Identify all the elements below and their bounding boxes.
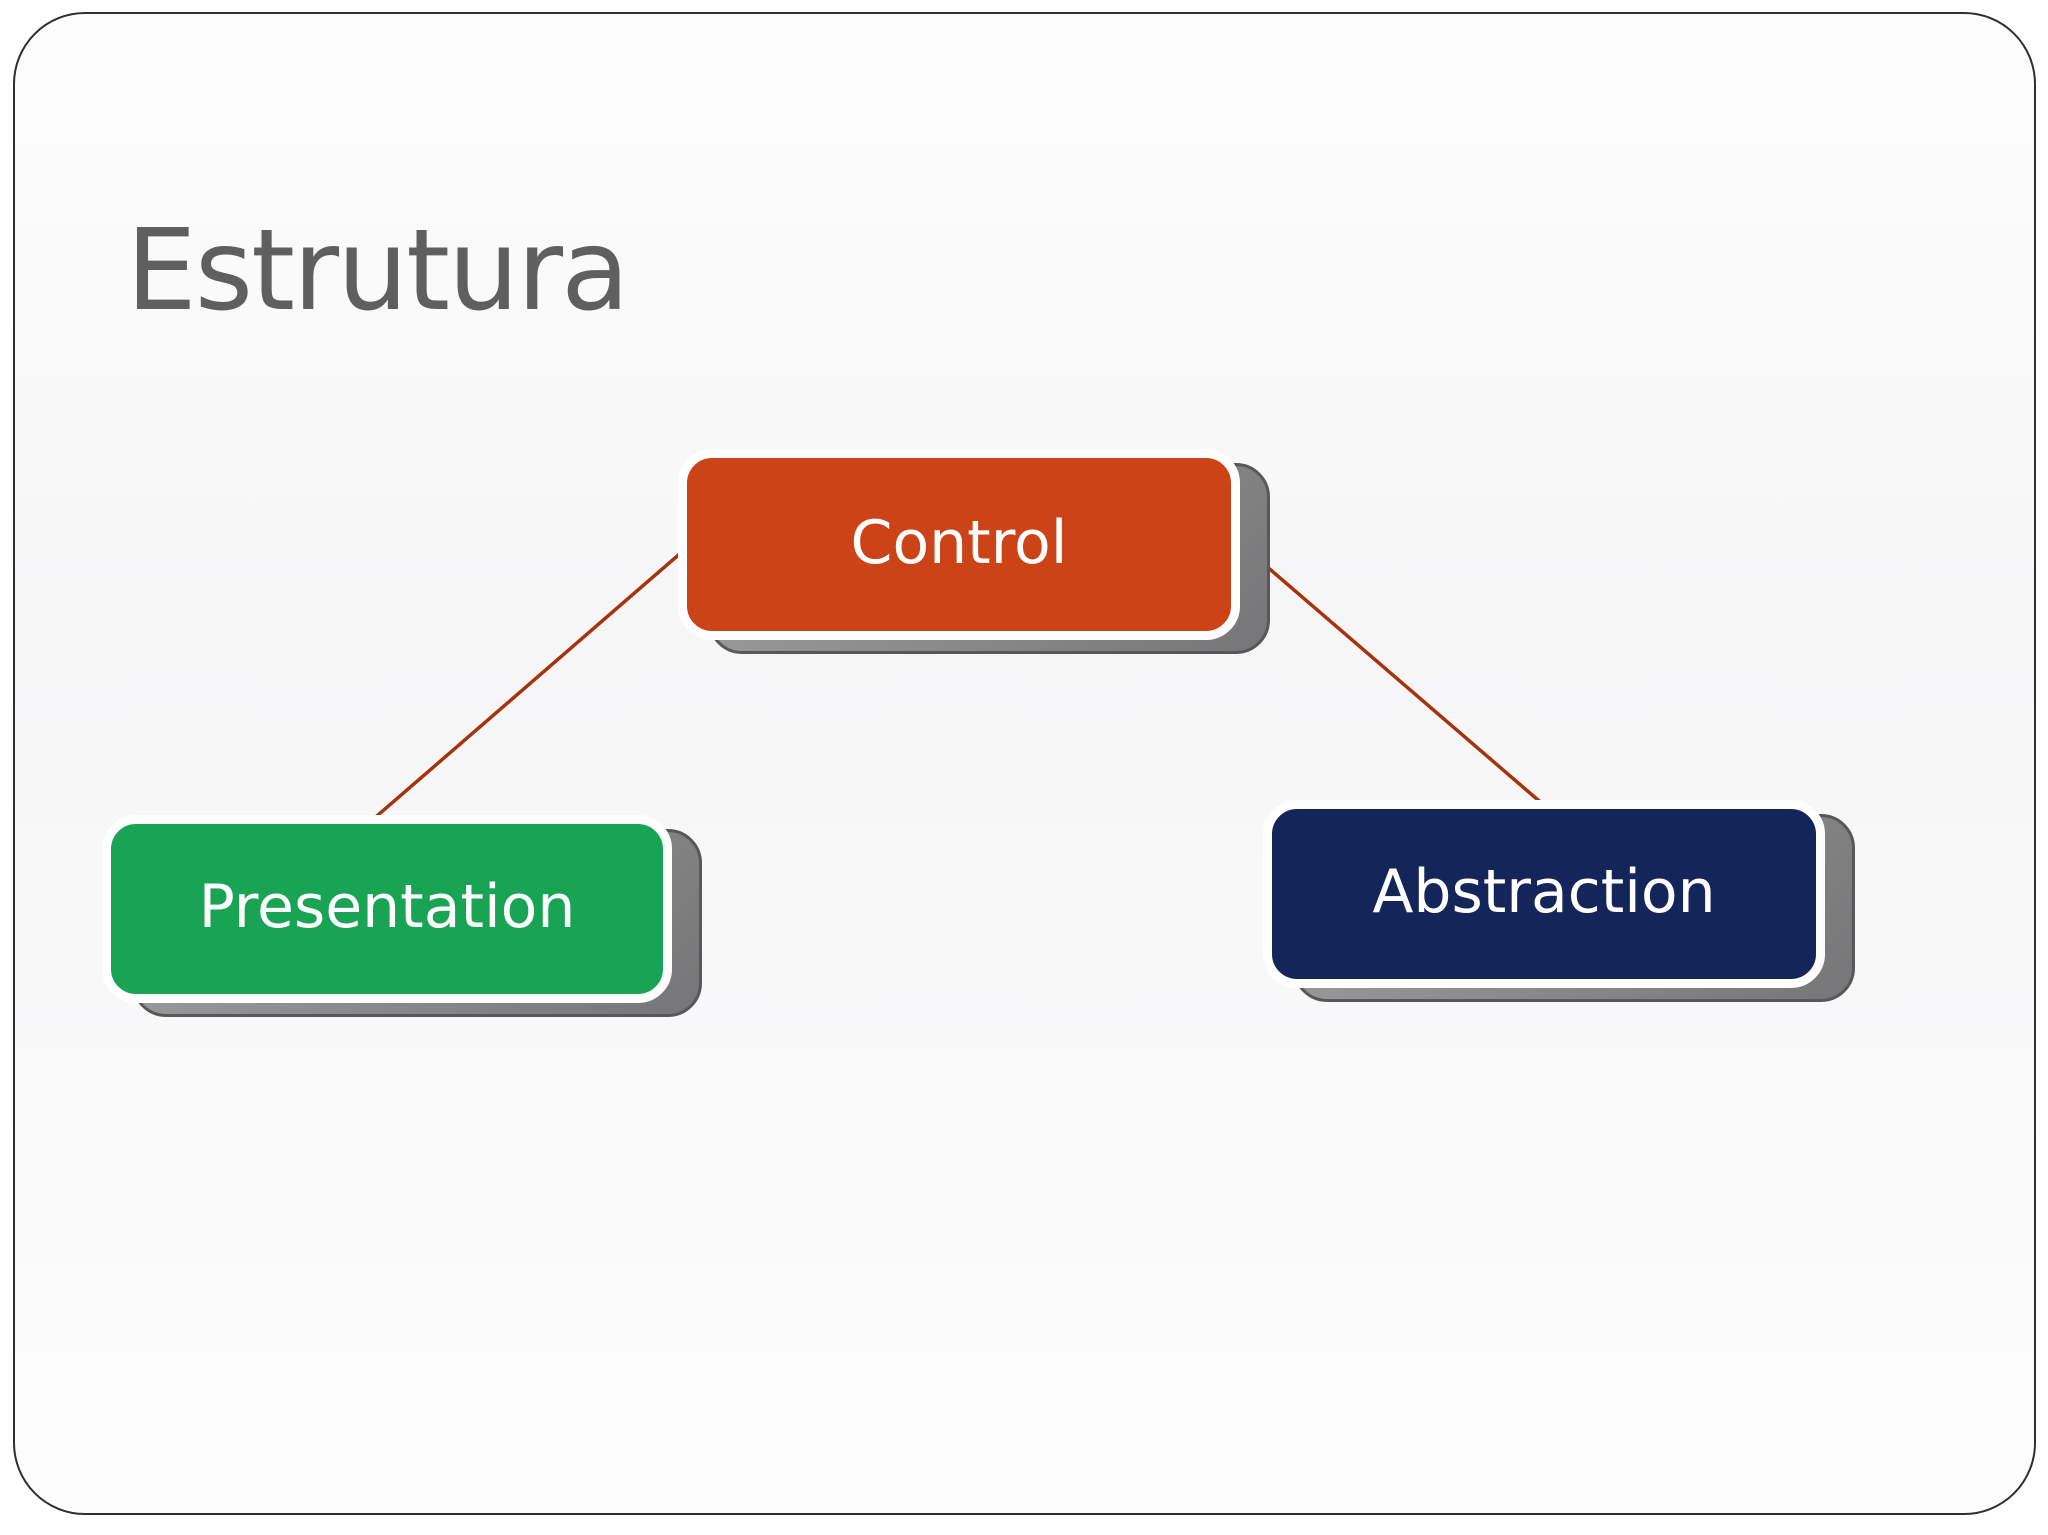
node-control-label: Control	[850, 507, 1068, 578]
node-abstraction: Abstraction	[1263, 800, 1855, 1002]
node-presentation-face: Presentation	[102, 815, 672, 1003]
node-control-face: Control	[678, 449, 1240, 640]
slide-title: Estrutura	[126, 206, 630, 337]
node-presentation-label: Presentation	[198, 872, 576, 942]
node-abstraction-face: Abstraction	[1263, 800, 1825, 988]
node-abstraction-label: Abstraction	[1372, 857, 1716, 927]
node-presentation: Presentation	[102, 815, 702, 1017]
slide-frame	[13, 12, 2036, 1515]
node-control: Control	[678, 449, 1270, 654]
